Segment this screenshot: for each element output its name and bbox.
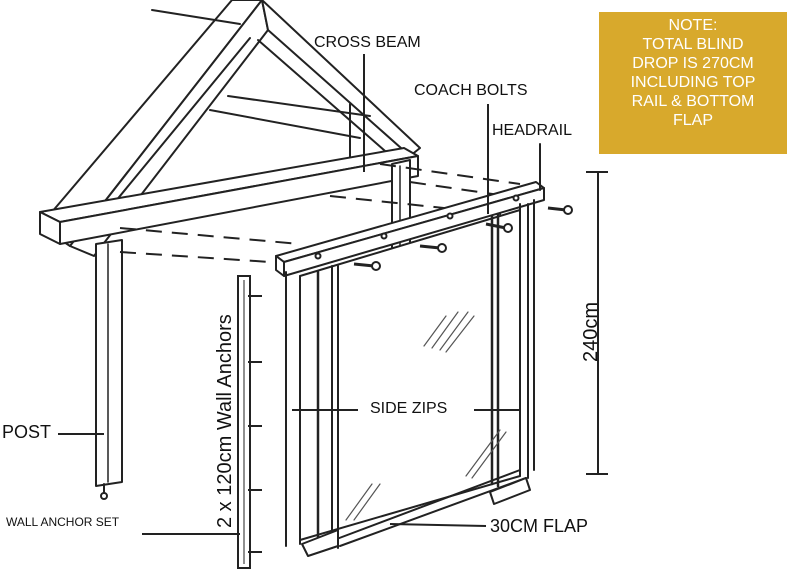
- flap-label: 30CM FLAP: [490, 516, 589, 536]
- coach-bolt: [353, 261, 381, 271]
- height-dimension: [586, 171, 608, 475]
- note-line: INCLUDING TOP: [630, 74, 756, 91]
- post-label: POST: [2, 422, 52, 442]
- cross-beam-label: CROSS BEAM: [314, 34, 421, 51]
- coach-bolt: [547, 205, 573, 215]
- wall-anchors-label: 2 x 120cm Wall Anchors: [214, 314, 236, 528]
- note-line: RAIL & BOTTOM: [631, 93, 755, 110]
- side-zips: [316, 212, 500, 546]
- note-line: DROP IS 270CM: [632, 55, 754, 72]
- blind-panel: [285, 199, 535, 549]
- coach-bolts-label: COACH BOLTS: [414, 82, 528, 99]
- height-dimension-label: 240cm: [580, 301, 602, 362]
- side-zips-label: SIDE ZIPS: [370, 400, 448, 417]
- coach-bolts: [314, 194, 573, 271]
- note-line: NOTE:: [668, 17, 718, 34]
- left-post: [95, 239, 123, 500]
- headrail-hole: [380, 232, 388, 240]
- coach-bolt: [485, 222, 513, 233]
- bottom-flap: [301, 477, 531, 557]
- note-line: TOTAL BLIND: [642, 36, 744, 53]
- headrail: [275, 143, 545, 277]
- wall-anchor: [237, 275, 262, 569]
- cross-beam: [39, 147, 419, 245]
- glass-reflections: [345, 311, 507, 521]
- note-line: FLAP: [672, 112, 713, 129]
- coach-bolt: [419, 243, 447, 253]
- headrail-hole: [512, 194, 520, 202]
- wall-anchor-set-label: WALL ANCHOR SET: [6, 515, 120, 529]
- roof-gable: [39, 0, 421, 257]
- headrail-hole: [314, 252, 322, 260]
- note-box: NOTE: TOTAL BLIND DROP IS 270CM INCLUDIN…: [599, 12, 787, 154]
- headrail-hole: [446, 212, 454, 220]
- headrail-label: HEADRAIL: [492, 122, 573, 139]
- leader-lines: [58, 54, 520, 535]
